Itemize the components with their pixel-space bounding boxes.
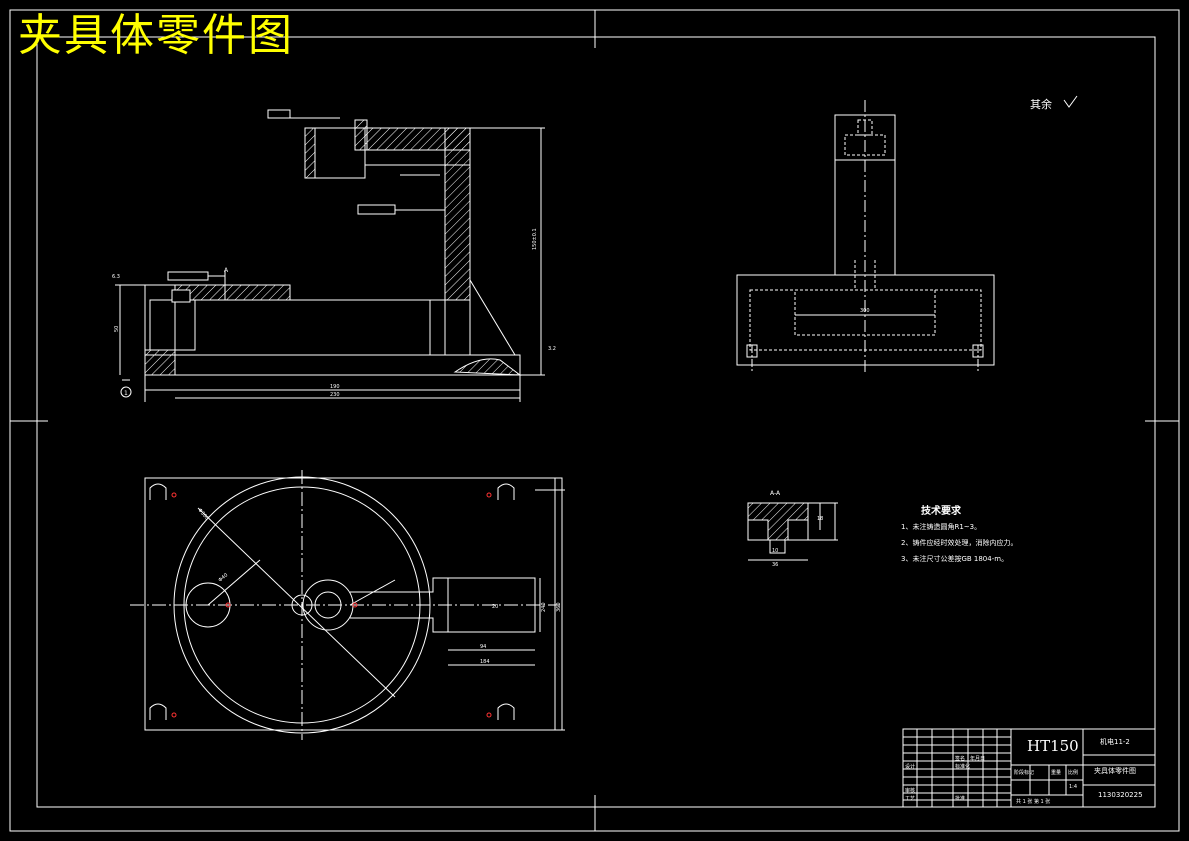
material-label: HT150 bbox=[1027, 737, 1079, 755]
section-label: A-A bbox=[770, 490, 781, 497]
dim-slot-width: 20 bbox=[492, 604, 498, 610]
dim-slot-len1: 94 bbox=[480, 644, 486, 650]
tech-req-item-3: 3、未注尺寸公差按GB 1804-m。 bbox=[901, 555, 1009, 563]
title-block-frame bbox=[902, 728, 1156, 808]
dim-front-height: 150±0.1 bbox=[532, 228, 538, 250]
center-marks bbox=[10, 10, 1179, 831]
section-view bbox=[747, 502, 838, 561]
check-label: 审核 bbox=[905, 788, 916, 794]
sign-label: 签名 bbox=[955, 756, 966, 762]
front-view bbox=[115, 109, 545, 402]
tech-req-heading: 技术要求 bbox=[921, 506, 961, 517]
tech-req-item-1: 1、未注铸造圆角R1~3。 bbox=[901, 523, 982, 531]
scale-value: 1:4 bbox=[1069, 784, 1078, 790]
standard-label: 标准化 bbox=[955, 764, 971, 770]
dim-plan-width: 360 bbox=[556, 602, 562, 612]
side-view bbox=[736, 100, 995, 372]
roughness-front-1: 6.3 bbox=[112, 274, 120, 280]
dim-section-w: 36 bbox=[772, 562, 778, 568]
drawing-code: 机电11-2 bbox=[1100, 738, 1130, 746]
dim-slot-len2: 184 bbox=[480, 659, 490, 665]
roughness-rest-label: 其余 bbox=[1030, 97, 1052, 111]
inner-border bbox=[36, 36, 1156, 808]
roughness-front-2: 3.2 bbox=[548, 346, 556, 352]
dim-hole-dia: Φ40 bbox=[217, 572, 229, 583]
datum-a-label: A bbox=[224, 267, 229, 274]
design-label: 设计 bbox=[905, 764, 916, 770]
outer-border bbox=[9, 9, 1180, 832]
stage-label: 阶段标记 bbox=[1014, 770, 1035, 776]
dim-plan-height: 240 bbox=[541, 602, 547, 612]
tech-req-item-2: 2、铸件应经时效处理，消除内应力。 bbox=[901, 539, 1018, 547]
dim-front-length-inner: 190 bbox=[330, 384, 340, 390]
sheet-info: 共 1 张 第 1 张 bbox=[1016, 799, 1051, 805]
weight-label: 重量 bbox=[1051, 770, 1062, 776]
dim-section-b: 10 bbox=[772, 548, 778, 554]
plan-view bbox=[130, 470, 565, 740]
process-label: 工艺 bbox=[905, 796, 916, 802]
dim-front-length-outer: 230 bbox=[330, 392, 340, 398]
scale-label: 比例 bbox=[1068, 770, 1079, 776]
roughness-check-icon bbox=[1063, 95, 1078, 108]
dim-section-h: 18 bbox=[817, 516, 823, 522]
dim-front-left-height: 50 bbox=[114, 326, 120, 332]
approve-label: 批准 bbox=[955, 796, 966, 802]
part-name: 夹具体零件图 bbox=[1094, 767, 1136, 775]
dim-circle-dia: Φ300 bbox=[196, 507, 209, 521]
date-label: 年月日 bbox=[970, 756, 986, 762]
datum-1-label: 1 bbox=[124, 390, 128, 397]
sheet-title: 夹具体零件图 bbox=[18, 10, 294, 61]
drawing-number: 1130320225 bbox=[1098, 791, 1143, 799]
dim-side-base: 300 bbox=[860, 308, 870, 314]
